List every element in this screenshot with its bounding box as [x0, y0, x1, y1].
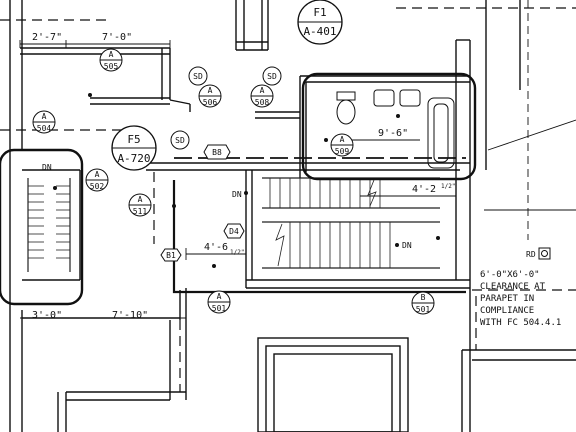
bubble-bottom: 501 — [212, 304, 227, 313]
detail-bubble-504: A 504 — [32, 110, 56, 134]
dimension-4-2: 4'-2 — [412, 184, 436, 195]
bubble-bottom: 502 — [90, 182, 105, 191]
note-line: CLEARANCE AT — [480, 282, 546, 292]
dimension-7-10: 7'-10" — [112, 310, 148, 321]
sink-icon — [373, 89, 395, 107]
detail-bubble-505: A 505 — [99, 48, 123, 72]
tag-b8: B8 — [203, 144, 231, 160]
dimension-4-6-fraction: 1/2" — [230, 249, 244, 256]
dimension-4-2-fraction: 1/2" — [441, 183, 455, 190]
bathroom-fixtures — [336, 89, 455, 169]
bubble-bottom: 505 — [104, 62, 119, 71]
note-line: 6'-0"X6'-0" — [480, 270, 540, 280]
bubble-top: A — [217, 292, 222, 301]
detail-bubble-509: A 509 — [330, 133, 354, 157]
tag-text: B8 — [212, 148, 222, 157]
clearance-note: 6'-0"X6'-0" CLEARANCE AT PARAPET IN COMP… — [480, 270, 561, 328]
note-line: COMPLIANCE — [480, 306, 534, 316]
tag-text: SD — [193, 72, 203, 81]
tag-text: SD — [175, 136, 185, 145]
bathtub-icon — [427, 97, 455, 169]
tag-d4: D4 — [223, 223, 245, 239]
callout-bottom: A-401 — [303, 25, 336, 38]
section-callout-f1: F1 A-401 — [297, 0, 343, 45]
note-line: PARAPET IN — [480, 294, 534, 304]
bubble-top: A — [42, 112, 47, 121]
stair-dn-label: DN — [42, 163, 52, 172]
bubble-bottom: 509 — [335, 147, 350, 156]
dash-lines — [0, 7, 576, 392]
tag-text: B1 — [166, 251, 176, 260]
roof-drain: RD — [526, 247, 551, 260]
tag-text: D4 — [229, 227, 239, 236]
bubble-top: A — [260, 86, 265, 95]
dimension-4-6: 4'-6 — [204, 242, 228, 253]
tag-text: SD — [267, 72, 277, 81]
sink-icon — [399, 89, 421, 107]
detail-bubble-511: A 511 — [128, 193, 152, 217]
bubble-top: A — [109, 50, 114, 59]
bubble-bottom: 501 — [416, 305, 431, 314]
detail-bubble-502: A 502 — [85, 168, 109, 192]
bubble-top: A — [208, 86, 213, 95]
bubble-bottom: 511 — [133, 207, 148, 216]
stair-dn-label: DN — [402, 241, 412, 250]
dimension-lines — [19, 0, 576, 319]
bubble-top: B — [421, 293, 426, 302]
detail-bubble-501a: A 501 — [207, 290, 231, 314]
tag-sd-1: SD — [188, 66, 208, 86]
detail-bubble-508: A 508 — [250, 84, 274, 108]
bubble-top: A — [95, 170, 100, 179]
roof-drain-label: RD — [526, 250, 536, 259]
tag-sd-3: SD — [170, 130, 190, 150]
tag-b1: B1 — [160, 248, 182, 262]
bubble-bottom: 506 — [203, 98, 218, 107]
bubble-top: A — [340, 135, 345, 144]
dimension-3-0: 3'-0" — [32, 310, 62, 321]
bubble-top: A — [138, 195, 143, 204]
detail-bubble-501b: B 501 — [411, 291, 435, 315]
callout-top: F1 — [313, 6, 326, 19]
bubble-bottom: 508 — [255, 98, 270, 107]
bubble-bottom: 504 — [37, 124, 52, 133]
dimension-9-6: 9'-6" — [378, 128, 408, 139]
callout-bottom: A-720 — [117, 152, 150, 165]
stair-dn-label: DN — [232, 190, 242, 199]
section-callout-f5: F5 A-720 — [111, 125, 157, 171]
toilet-tank-icon — [336, 91, 356, 101]
walls — [9, 0, 576, 432]
dimension-2-7: 2'-7" — [32, 32, 62, 43]
toilet-icon — [336, 99, 356, 125]
leader-dots — [53, 93, 440, 268]
detail-bubble-506: A 506 — [198, 84, 222, 108]
callout-top: F5 — [127, 133, 140, 146]
note-line: WITH FC 504.4.1 — [480, 318, 561, 328]
outline-marks — [0, 72, 477, 306]
dimension-7-0: 7'-0" — [102, 32, 132, 43]
tag-sd-2: SD — [262, 66, 282, 86]
stair-treads — [27, 177, 440, 272]
